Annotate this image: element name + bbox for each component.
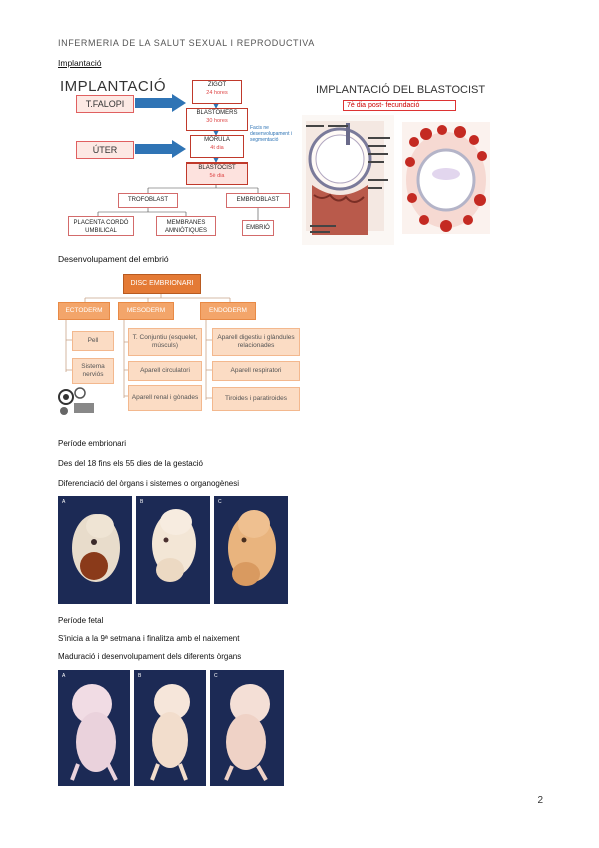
trompa-falopi-box: T.FALOPI bbox=[76, 95, 134, 113]
mesoderm-node: MESODERM bbox=[118, 302, 174, 320]
photo-tag: C bbox=[218, 499, 222, 505]
fetus-photo-a: A bbox=[58, 670, 130, 786]
trofoblast-node: TROFOBLAST bbox=[118, 193, 178, 208]
segmentacio-note: Facis ne desenvolupament i segmentació bbox=[250, 125, 292, 143]
germ-layer-connectors bbox=[65, 293, 231, 400]
ectoderm-item-pell: Pell bbox=[72, 331, 114, 351]
mesoderm-item-circulatori: Aparell circulatori bbox=[128, 361, 202, 381]
blastocist-panel-title: IMPLANTACIÓ DEL BLASTOCIST bbox=[316, 84, 486, 96]
endoderm-node: ENDODERM bbox=[200, 302, 256, 320]
fetal-line2: Maduració i desenvolupament dels diferen… bbox=[58, 652, 242, 661]
photo-tag: B bbox=[138, 673, 142, 679]
implantacio-diagram-title: IMPLANTACIÓ bbox=[60, 78, 167, 95]
blastocyst-cross-section-illustration bbox=[402, 122, 490, 234]
photo-tag: B bbox=[140, 499, 144, 505]
morula-label: MÒRULA bbox=[204, 137, 230, 143]
blastocist-node: BLASTOCIST 5è dia bbox=[186, 162, 248, 185]
document-header: INFERMERIA DE LA SALUT SEXUAL I REPRODUC… bbox=[58, 38, 315, 48]
morula-node: MÒRULA 4t dia bbox=[190, 135, 244, 158]
ectoderm-item-sistema-nervios: Sistema nerviós bbox=[72, 358, 114, 384]
page-number: 2 bbox=[537, 795, 543, 806]
embrionari-title: Període embrionari bbox=[58, 439, 127, 448]
fetus-photo-b: B bbox=[134, 670, 206, 786]
arrow-right-icon bbox=[135, 94, 186, 112]
arrow-right-icon bbox=[135, 140, 186, 158]
mesoderm-item-conjuntiu: T. Conjuntiu (esquelet, músculs) bbox=[128, 328, 202, 356]
embryo-photo-c: C bbox=[214, 496, 288, 604]
blastomers-node: BLASTÒMERS 30 hores bbox=[186, 108, 248, 131]
section-implantacio-label: Implantació bbox=[58, 58, 102, 68]
embrio-node: EMBRIÓ bbox=[242, 220, 274, 236]
implantacio-connectors bbox=[97, 94, 259, 220]
endoderm-item-respiratori: Aparell respiratori bbox=[212, 361, 300, 381]
blastocist-panel-subtitle: 7è dia post- fecundació bbox=[343, 100, 456, 111]
disc-embrionari-node: DISC EMBRIONARI bbox=[123, 274, 201, 294]
zigot-label: ZIGOT bbox=[207, 82, 227, 88]
placenta-node: PLACENTA CORDÓ UMBILICAL bbox=[68, 216, 134, 236]
photo-tag: A bbox=[62, 673, 66, 679]
fetal-line1: S'inicia a la 9ª setmana i finalitza amb… bbox=[58, 634, 240, 643]
embrioblast-node: EMBRIOBLAST bbox=[226, 193, 290, 208]
morula-time: 4t dia bbox=[210, 145, 224, 151]
zigot-time: 24 hores bbox=[206, 90, 228, 96]
uter-box: ÚTER bbox=[76, 141, 134, 159]
blastocyst-implantation-illustration bbox=[302, 115, 394, 245]
endoderm-item-tiroides: Tiroides i paratiroides bbox=[212, 387, 300, 411]
photo-tag: C bbox=[214, 673, 218, 679]
fetal-title: Període fetal bbox=[58, 616, 104, 625]
blastomers-label: BLASTÒMERS bbox=[196, 110, 238, 116]
embrionari-line2: Diferenciació del òrgans i sistemes o or… bbox=[58, 479, 239, 488]
blastocist-label: BLASTOCIST bbox=[198, 165, 236, 171]
cell-cluster-icon bbox=[58, 387, 94, 415]
embrionari-line1: Des del 18 fins els 55 dies de la gestac… bbox=[58, 459, 203, 468]
embryo-photo-b: B bbox=[136, 496, 210, 604]
endoderm-item-digestiu: Aparell digestiu i glàndules relacionade… bbox=[212, 328, 300, 356]
mesoderm-item-renal: Aparell renal i gònades bbox=[128, 385, 202, 411]
membranes-node: MEMBRANES AMNIÒTIQUES bbox=[156, 216, 216, 236]
ectoderm-node: ECTODERM bbox=[58, 302, 110, 320]
zigot-node: ZIGOT 24 hores bbox=[192, 80, 242, 104]
fetus-photo-c: C bbox=[210, 670, 284, 786]
blastocist-time: 5è dia bbox=[209, 173, 225, 179]
embryo-photo-a: A bbox=[58, 496, 132, 604]
blastomers-time: 30 hores bbox=[206, 118, 228, 124]
photo-tag: A bbox=[62, 499, 66, 505]
section-desenvolupament-label: Desenvolupament del embrió bbox=[58, 254, 169, 264]
